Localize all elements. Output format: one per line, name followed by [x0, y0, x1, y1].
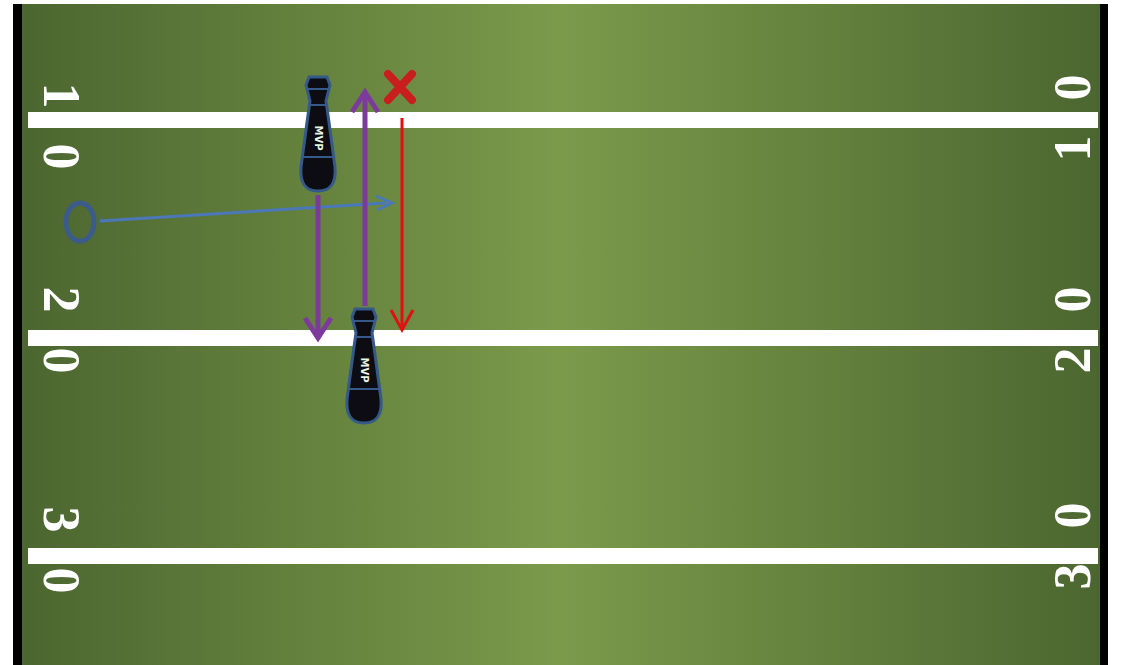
dummy-logo: MVP	[359, 357, 369, 382]
sideline	[13, 4, 22, 665]
tackling-dummy: MVP	[343, 307, 385, 425]
yard-number: 20	[1046, 252, 1098, 409]
yard-number: 30	[1046, 468, 1098, 625]
dummy-logo: MVP	[313, 125, 323, 150]
yard-number: 10	[1046, 40, 1098, 197]
sideline	[1100, 4, 1108, 665]
yard-number: 10	[34, 48, 86, 205]
player-route	[100, 203, 386, 221]
arrow-head	[352, 92, 378, 112]
target-route	[401, 118, 404, 326]
arrow-head	[391, 310, 413, 330]
tackling-dummy: MVP	[297, 75, 339, 193]
yard-number: 30	[34, 472, 86, 629]
target-x	[388, 74, 412, 100]
dummy-route	[316, 195, 321, 336]
arrow-head	[376, 196, 392, 210]
yard-number: 20	[34, 252, 86, 409]
yard-line	[28, 548, 1098, 564]
yard-line	[28, 330, 1098, 346]
turf	[22, 4, 1100, 665]
yard-line	[28, 112, 1098, 128]
dummy-route	[363, 94, 368, 306]
arrow-head	[305, 318, 331, 338]
player-circle	[66, 203, 94, 241]
